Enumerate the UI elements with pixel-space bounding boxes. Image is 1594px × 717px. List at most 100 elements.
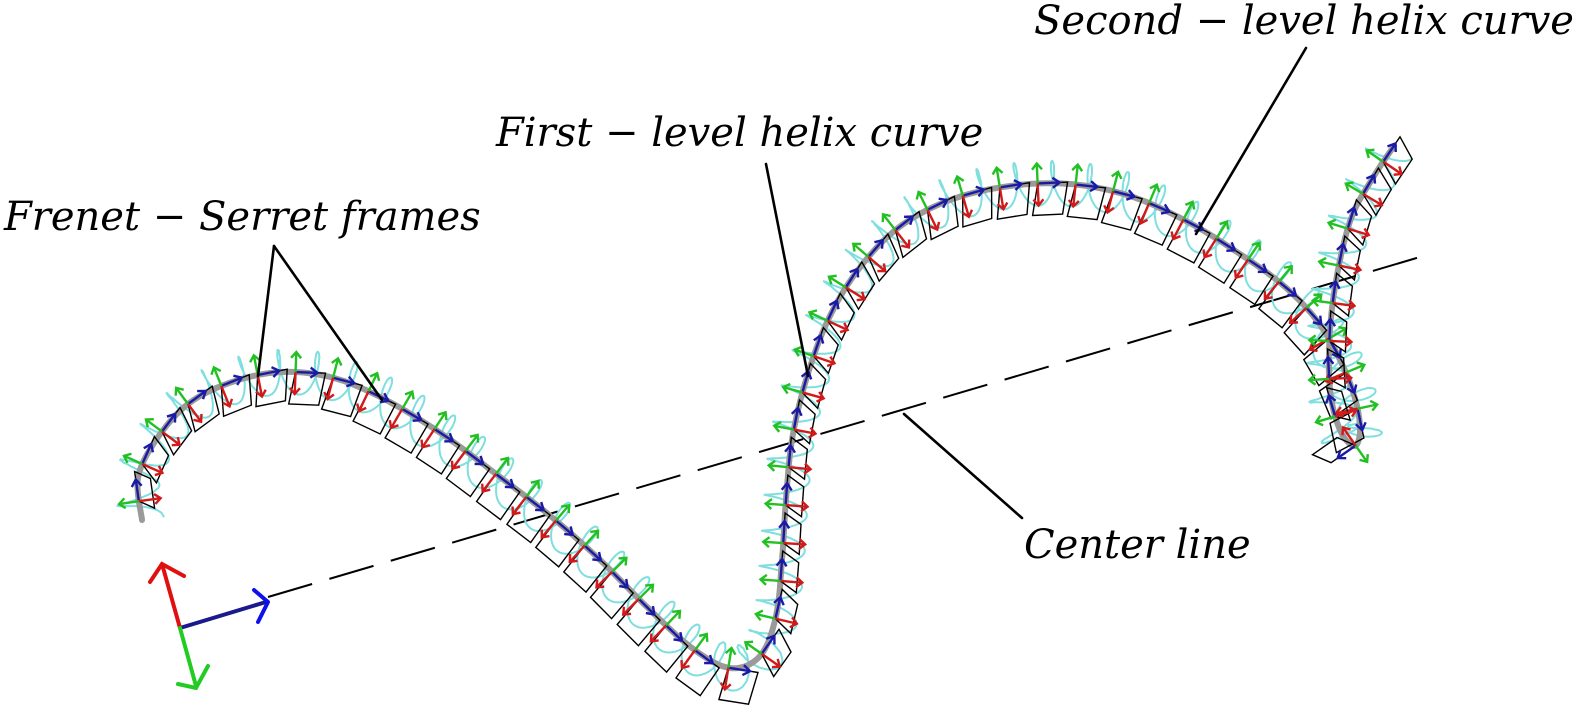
- normal-arrow: [622, 598, 640, 616]
- normal-arrow: [1263, 280, 1280, 300]
- tangent-arrowhead: [1160, 203, 1172, 215]
- tangent-arrow: [1337, 243, 1345, 266]
- normal-arrowhead: [1344, 335, 1354, 348]
- tangent-arrowhead: [1125, 189, 1137, 201]
- normal-arrowhead: [171, 436, 182, 447]
- normal-arrow: [827, 319, 849, 332]
- frenet-frame: [827, 260, 876, 311]
- tangent-arrowhead: [874, 238, 885, 249]
- normal-arrow: [1342, 426, 1357, 447]
- center-line-label: Center line: [1024, 522, 1251, 568]
- binormal-arrowhead: [915, 190, 927, 200]
- binormal-arrowhead: [1356, 361, 1367, 373]
- frenet-frame: [122, 435, 170, 485]
- frenet-frame: [643, 609, 689, 674]
- second-level-helix-label: Second − level helix curve: [1034, 0, 1574, 44]
- normal-arrow: [650, 624, 667, 643]
- binormal-arrow: [212, 366, 223, 387]
- normal-arrowhead: [1393, 166, 1404, 176]
- tangent-arrowhead: [130, 477, 143, 488]
- tangent-arrowhead: [765, 634, 776, 645]
- frenet-frame: [1302, 326, 1348, 387]
- binormal-arrow: [1111, 171, 1120, 192]
- binormal-arrow: [1319, 260, 1340, 267]
- tangent-arrowhead: [379, 392, 391, 404]
- binormal-arrow: [882, 213, 897, 231]
- normal-arrow: [780, 579, 803, 584]
- center-line: [267, 256, 1421, 598]
- binormal-arrowhead: [469, 433, 480, 443]
- binormal-arrowhead: [792, 345, 803, 357]
- tangent-arrow: [611, 570, 629, 589]
- binormal-arrow: [464, 434, 479, 452]
- frenet-frame: [1307, 309, 1354, 354]
- binormal-arrowhead: [249, 353, 261, 363]
- normal-arrow: [568, 544, 586, 563]
- normal-arrow: [138, 496, 161, 503]
- first-level-helix-leader: [764, 162, 810, 378]
- normal-arrowhead: [826, 355, 837, 368]
- reference-binormal-axis: [178, 626, 198, 688]
- frenet-frame: [415, 410, 461, 475]
- reference-binormal-arrowhead: [176, 664, 210, 691]
- frenet-frame: [1031, 161, 1069, 217]
- binormal-arrow: [145, 418, 163, 433]
- binormal-arrow: [555, 504, 570, 522]
- normal-arrow: [1106, 190, 1115, 213]
- frenet-frame: [1311, 425, 1369, 464]
- frenet-frame: [1314, 386, 1359, 427]
- normal-arrowhead: [1137, 215, 1149, 226]
- tangent-arrow: [1215, 237, 1236, 252]
- binormal-arrow: [1345, 182, 1364, 195]
- tangent-arrow: [844, 268, 859, 289]
- binormal-arrowhead: [1307, 373, 1317, 386]
- binormal-arrowhead: [1031, 161, 1043, 171]
- tangent-arrow: [1148, 202, 1170, 213]
- binormal-arrow: [175, 387, 189, 405]
- binormal-arrow: [782, 385, 803, 394]
- binormal-arrowhead: [530, 479, 540, 489]
- frenet-frame: [881, 210, 928, 259]
- normal-arrowhead: [540, 529, 550, 539]
- annotation-leaders: [256, 46, 1308, 520]
- tangent-arrowhead: [938, 197, 950, 209]
- tangent-arrowhead: [780, 481, 793, 492]
- tangent-arrowhead: [1257, 263, 1269, 274]
- binormal-arrowhead: [1317, 256, 1327, 269]
- binormal-arrowhead: [851, 242, 862, 252]
- binormal-arrowhead: [290, 350, 303, 359]
- binormal-arrowhead: [1307, 334, 1317, 347]
- tangent-arrowhead: [412, 411, 424, 423]
- normal-arrowhead: [901, 239, 911, 249]
- normal-arrowhead: [388, 420, 399, 430]
- normal-arrowhead: [719, 682, 732, 692]
- normal-arrowhead: [450, 460, 461, 470]
- binormal-arrow: [1182, 201, 1194, 221]
- binormal-arrowhead: [827, 274, 837, 285]
- frenet-frame: [1307, 347, 1354, 390]
- binormal-arrowhead: [1184, 200, 1196, 210]
- frenet-frame: [851, 232, 900, 283]
- binormal-arrowhead: [758, 573, 768, 586]
- normal-arrowhead: [1067, 199, 1080, 209]
- normal-arrow: [1382, 160, 1403, 175]
- tangent-arrowhead: [813, 333, 825, 344]
- binormal-arrowhead: [807, 309, 818, 320]
- frenet-frame: [1100, 169, 1144, 231]
- binormal-arrow: [852, 242, 870, 258]
- tangent-arrowhead: [309, 366, 320, 379]
- binormal-arrow: [727, 647, 733, 668]
- tangent-arrow: [867, 239, 884, 258]
- binormal-arrow: [763, 540, 784, 545]
- binormal-arrowhead: [1251, 241, 1262, 251]
- normal-arrowhead: [1103, 204, 1115, 215]
- binormal-arrowhead: [781, 382, 791, 395]
- binormal-arrow: [1357, 403, 1378, 410]
- tangent-arrow: [1112, 189, 1135, 198]
- frenet-frame: [718, 646, 759, 705]
- binormal-arrow: [1315, 415, 1336, 424]
- binormal-arrow: [401, 391, 414, 410]
- normal-arrow: [761, 652, 781, 668]
- binormal-arrow: [637, 583, 654, 600]
- normal-arrow: [867, 255, 886, 273]
